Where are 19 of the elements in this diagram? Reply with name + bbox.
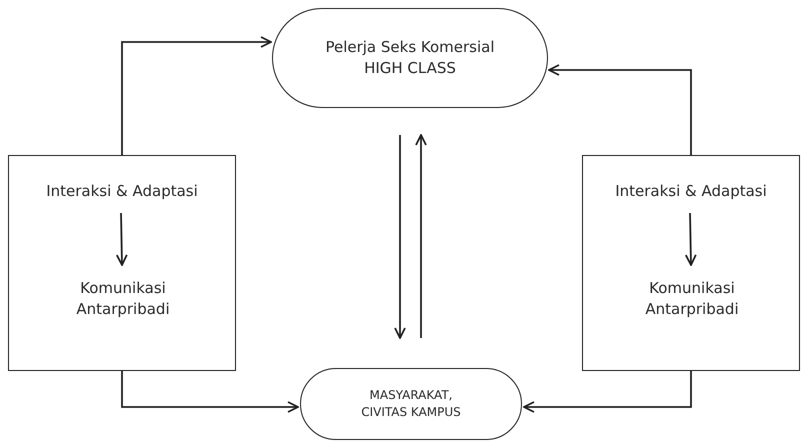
node-label: Komunikasi Antarpribadi	[644, 278, 740, 320]
terminal-pill	[272, 8, 548, 108]
node-label: Interaksi & Adaptasi	[615, 180, 767, 202]
node-title: Pelerja Seks Komersial	[325, 37, 495, 58]
arrow	[116, 212, 128, 266]
node-label: MASYARAKAT, CIVITAS KAMPUS	[360, 387, 462, 421]
arrow	[121, 36, 272, 155]
node-label: Interaksi & Adaptasi	[46, 180, 198, 202]
terminal-pill	[300, 368, 522, 440]
arrow	[121, 371, 299, 413]
process-box	[8, 155, 236, 371]
arrow	[415, 134, 427, 338]
process-box	[582, 155, 800, 371]
arrow	[684, 212, 697, 266]
arrow	[548, 64, 692, 155]
node-label: Komunikasi Antarpribadi	[75, 278, 171, 320]
arrow	[523, 371, 692, 413]
arrow	[394, 135, 406, 339]
node-subtitle: HIGH CLASS	[364, 58, 456, 79]
